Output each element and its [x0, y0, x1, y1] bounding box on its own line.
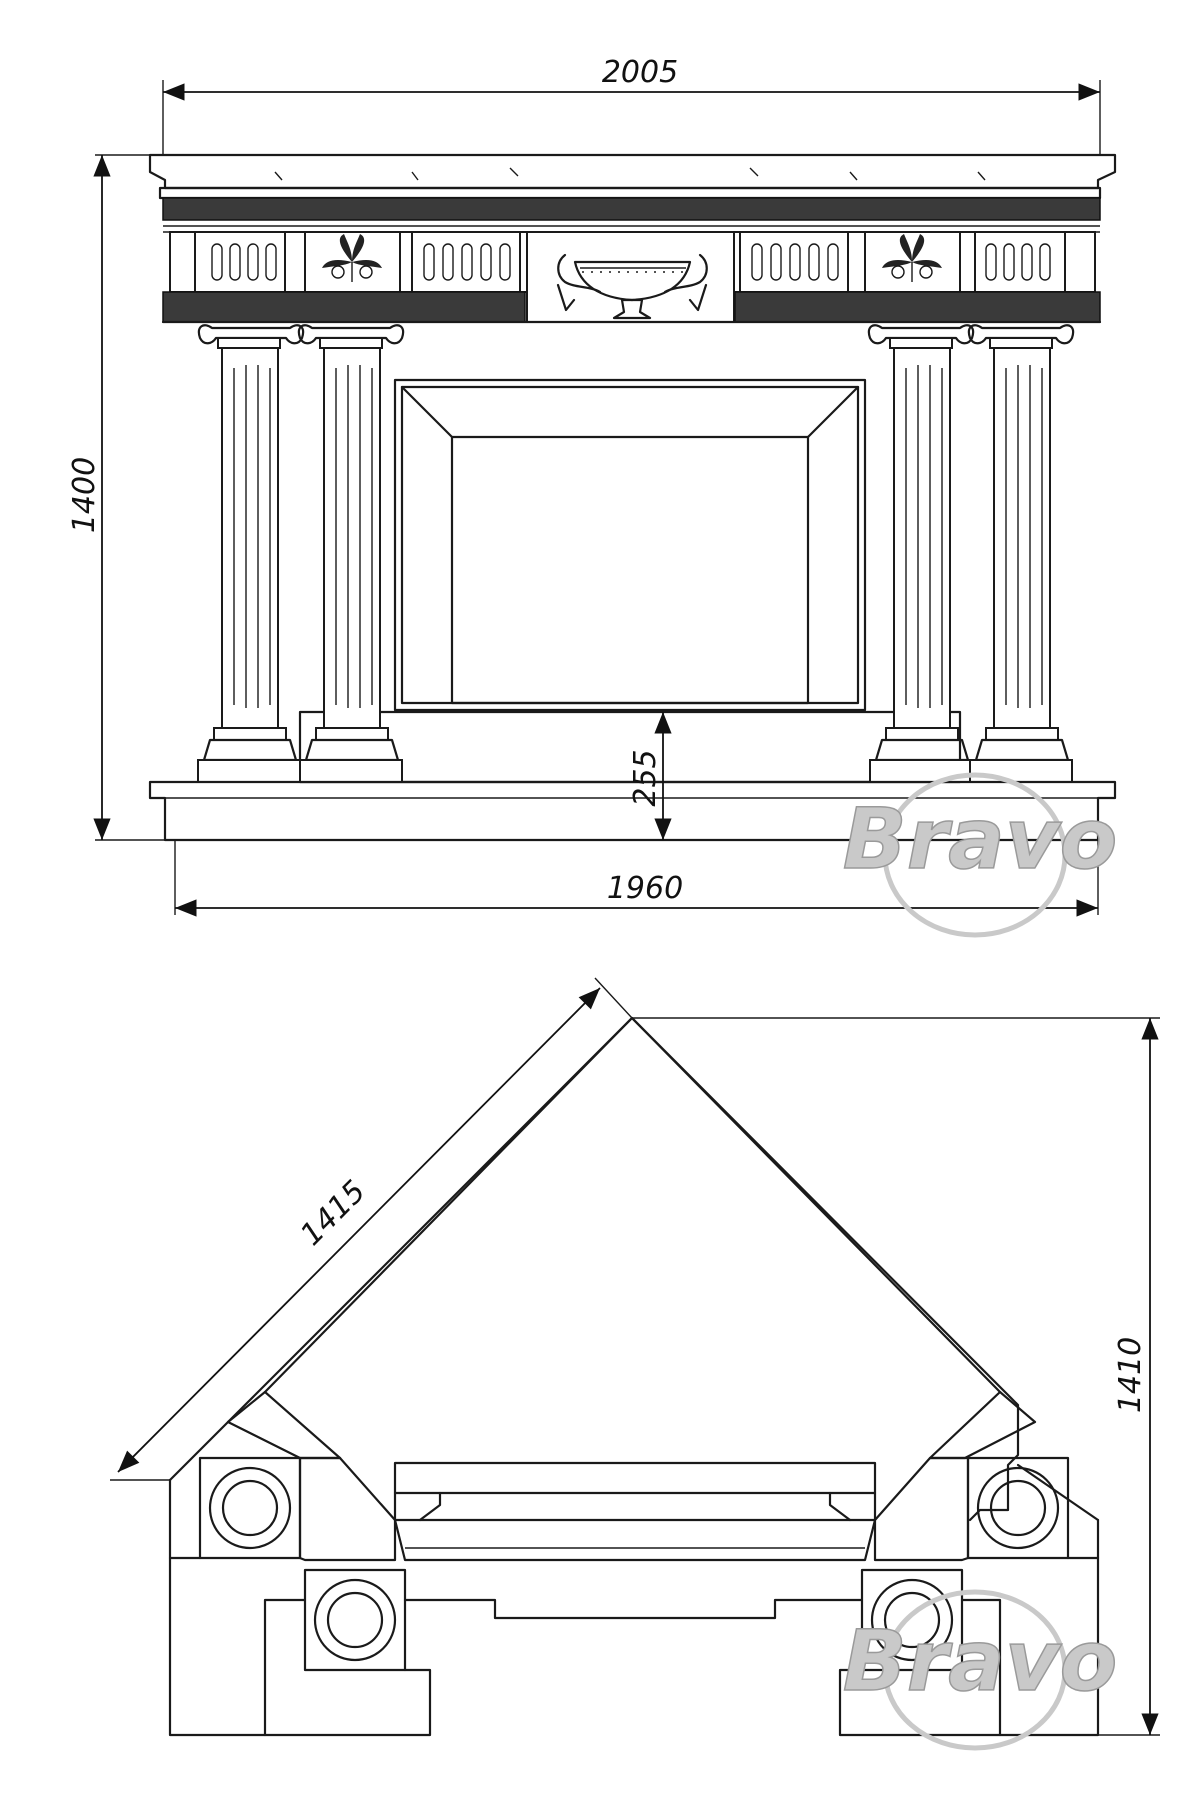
- watermark-logo-top: Bravo: [842, 772, 1118, 938]
- dimension-height: 1400: [67, 154, 165, 841]
- dim-label-1415: 1415: [294, 1174, 373, 1253]
- watermark-text-top: Bravo: [843, 790, 1118, 888]
- dim-label-1960: 1960: [607, 871, 683, 906]
- dim-label-2005: 2005: [602, 55, 678, 90]
- column-base-back-right: [966, 1456, 1070, 1560]
- fire-opening: [298, 378, 962, 784]
- column-base-front-right: [860, 1568, 964, 1672]
- floral-ornament-right: [882, 234, 942, 282]
- plan-view: 1415 1410 Bravo: [110, 977, 1160, 1751]
- urn-ornament: [556, 253, 708, 320]
- greek-key-band-upper: [162, 197, 1101, 221]
- dim-label-255: 255: [628, 749, 663, 806]
- dimension-side-length: 1415: [110, 977, 633, 1481]
- urn-panel: [526, 231, 735, 323]
- frieze: [161, 231, 1102, 324]
- column-base-back-left: [198, 1456, 302, 1560]
- greek-key-band-lower-left: [162, 291, 526, 323]
- dim-label-1410: 1410: [1113, 1337, 1148, 1413]
- dimension-base-width: 1960: [174, 840, 1099, 917]
- column-2: [297, 324, 405, 783]
- column-3: [867, 324, 975, 783]
- greek-key-band-lower-right: [734, 291, 1101, 323]
- watermark-logo-bottom: Bravo: [842, 1589, 1118, 1751]
- watermark-text-bottom: Bravo: [843, 1612, 1118, 1710]
- firebox-plan: [393, 1461, 877, 1562]
- column-4: [967, 324, 1075, 783]
- column-base-front-left: [303, 1568, 407, 1672]
- dim-label-1400: 1400: [67, 457, 102, 533]
- dimension-overall-width: 2005: [162, 55, 1101, 155]
- hearth-plan: [168, 1463, 1100, 1737]
- floral-ornament-left: [322, 234, 382, 282]
- dimension-depth: 1410: [632, 1017, 1160, 1736]
- cornice: [148, 153, 1117, 233]
- dimension-hearth-height: 255: [628, 712, 672, 840]
- front-view: 2005 1400 255 1960 Bravo: [67, 55, 1118, 938]
- column-1: [197, 324, 305, 783]
